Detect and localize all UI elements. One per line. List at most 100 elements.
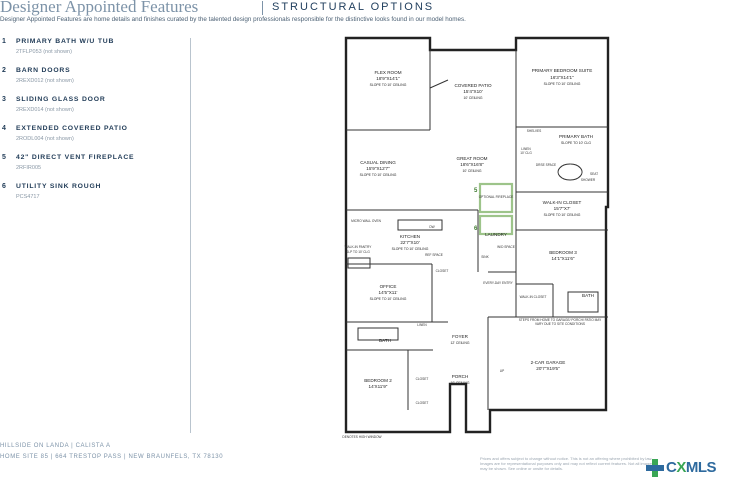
mls-cross-icon bbox=[646, 459, 664, 477]
bath-left-label: BATH bbox=[379, 338, 391, 343]
walk-in-pantry-label: WALK-IN PANTRY bbox=[345, 245, 373, 249]
feature-code: 2RFIR005 bbox=[16, 165, 42, 171]
footer-address: HILLSIDE ON LANDA | CALISTA A HOME SITE … bbox=[0, 441, 223, 463]
great-room-note: 10' CEILING bbox=[463, 169, 482, 173]
feature-item: 2 BARN DOORS 2REXD012 (not shown) bbox=[0, 67, 185, 95]
office-size: 14'5"X11' bbox=[379, 290, 398, 295]
walk-in-closet-label: WALK-IN CLOSET bbox=[543, 200, 582, 205]
feature-code: 2REXD014 (not shown) bbox=[16, 107, 74, 113]
everyday-entry-label: EVERY-DAY ENTRY bbox=[483, 281, 513, 285]
feature-name: UTILITY SINK ROUGH bbox=[16, 183, 102, 190]
primary-suite-size: 16'3"X14'1" bbox=[550, 75, 574, 80]
flex-room-note: SLOPE TO 10' CEILING bbox=[370, 83, 407, 87]
casual-dining-size: 15'9"X12'7" bbox=[366, 166, 390, 171]
feature-name: BARN DOORS bbox=[16, 67, 71, 74]
header: Designer Appointed Features STRUCTURAL O… bbox=[0, 0, 740, 26]
bath-right-label: BATH bbox=[582, 293, 594, 298]
linen2-label: LINEN bbox=[417, 323, 427, 327]
great-room-size: 18'6"X16'8" bbox=[460, 162, 484, 167]
community-line: HILLSIDE ON LANDA | CALISTA A bbox=[0, 443, 111, 449]
office-label: OFFICE bbox=[380, 284, 397, 289]
sink-label: SINK bbox=[481, 255, 489, 259]
walk-in-closet-note: SLOPE TO 10' CEILING bbox=[544, 213, 581, 217]
covered-patio-note: 10' CEILING bbox=[464, 96, 483, 100]
feature-item: 6 UTILITY SINK ROUGH PCS4717 bbox=[0, 183, 185, 211]
kitchen-label: KITCHEN bbox=[400, 234, 420, 239]
micro-wall-oven-label: MICRO WALL OVEN bbox=[351, 219, 382, 223]
brand-title: Designer Appointed Features bbox=[0, 0, 199, 16]
logo-c: C bbox=[666, 459, 677, 476]
primary-bath-note: SLOPE TO 10' CLG bbox=[561, 141, 591, 145]
up-label: UP bbox=[500, 369, 504, 373]
flex-room-size: 18'9"X14'1" bbox=[376, 76, 400, 81]
shower-label: SHOWER bbox=[581, 178, 596, 182]
fireplace-label: OPTIONAL FIREPLACE bbox=[479, 195, 514, 199]
feature-item: 1 PRIMARY BATH W/U TUB 2TFLP053 (not sho… bbox=[0, 38, 185, 66]
marker-6: 6 bbox=[474, 226, 478, 232]
feature-code: 2TFLP053 (not shown) bbox=[16, 49, 72, 55]
feature-name: 42" DIRECT VENT FIREPLACE bbox=[16, 154, 135, 161]
denotes-high-window-label: DENOTES HIGH WINDOW bbox=[342, 435, 381, 439]
title-divider bbox=[262, 1, 263, 15]
feature-name: EXTENDED COVERED PATIO bbox=[16, 125, 128, 132]
drse-space-label: DRSE SPACE bbox=[536, 163, 556, 167]
feature-item: 3 SLIDING GLASS DOOR 2REXD014 (not shown… bbox=[0, 96, 185, 124]
closet3-label: CLOSET bbox=[416, 401, 429, 405]
logo-x: X bbox=[676, 459, 686, 476]
closet-label: CLOSET bbox=[436, 269, 449, 273]
floor-plan: FLEX ROOM 18'9"X14'1" SLOPE TO 10' CEILI… bbox=[342, 36, 610, 439]
logo-text: CXMLS bbox=[666, 459, 717, 476]
closet2-label: CLOSET bbox=[416, 377, 429, 381]
feature-code: 2RODL004 (not shown) bbox=[16, 136, 74, 142]
shelves-label: SHELVES bbox=[527, 129, 541, 133]
bedroom2-size: 14'X11'9" bbox=[369, 384, 388, 389]
garage-label: 2-CAR GARAGE bbox=[531, 360, 566, 365]
bedroom3-label: BEDROOM 3 bbox=[549, 250, 577, 255]
feature-number: 3 bbox=[2, 96, 6, 103]
casual-dining-label: CASUAL DINING bbox=[360, 160, 396, 165]
column-divider bbox=[190, 38, 191, 433]
disclaimer: Prices and offers subject to change with… bbox=[480, 456, 654, 471]
foyer-label: FOYER bbox=[452, 334, 469, 339]
primary-suite-note: SLOPE TO 10' CEILING bbox=[544, 82, 581, 86]
dishwasher-label: DW bbox=[429, 225, 434, 229]
primary-suite-label: PRIMARY BEDROOM SUITE bbox=[532, 68, 593, 73]
covered-patio-label: COVERED PATIO bbox=[454, 83, 492, 88]
feature-number: 4 bbox=[2, 125, 6, 132]
feature-number: 5 bbox=[2, 154, 6, 161]
feature-number: 6 bbox=[2, 183, 6, 190]
header-subtitle: Designer Appointed Features are home det… bbox=[0, 16, 466, 23]
flex-room-label: FLEX ROOM bbox=[374, 70, 401, 75]
ref-space-label: REF SPACE bbox=[425, 253, 443, 257]
interior-walls bbox=[346, 50, 608, 410]
kitchen-size: 22'7"X10' bbox=[400, 240, 419, 245]
feature-number: 2 bbox=[2, 67, 6, 74]
garage-note: STEPS FROM HOME TO GARAGE/ PORCH/ PATIO … bbox=[518, 318, 602, 326]
logo-mls: MLS bbox=[685, 459, 717, 476]
wd-space-label: W/D SPACE bbox=[497, 245, 515, 249]
marker-5: 5 bbox=[474, 188, 478, 194]
porch-label: PORCH bbox=[452, 374, 469, 379]
feature-number: 1 bbox=[2, 38, 6, 45]
garage-size: 20'7"X19'5" bbox=[536, 366, 560, 371]
garage-note-box: STEPS FROM HOME TO GARAGE/ PORCH/ PATIO … bbox=[518, 318, 602, 326]
exterior-walls bbox=[344, 36, 610, 434]
feature-item: 4 EXTENDED COVERED PATIO 2RODL004 (not s… bbox=[0, 125, 185, 153]
feature-name: SLIDING GLASS DOOR bbox=[16, 96, 106, 103]
homesite-line: HOME SITE 85 | 664 TRESTOP PASS | NEW BR… bbox=[0, 454, 224, 460]
pantry-note: SLP TO 10' CLG bbox=[346, 250, 370, 254]
feature-item: 5 42" DIRECT VENT FIREPLACE 2RFIR005 bbox=[0, 154, 185, 182]
seat-label: SEAT bbox=[590, 172, 598, 176]
section-title: STRUCTURAL OPTIONS bbox=[272, 1, 435, 13]
bedroom2-label: BEDROOM 2 bbox=[364, 378, 392, 383]
primary-bath-label: PRIMARY BATH bbox=[559, 134, 593, 139]
feature-name: PRIMARY BATH W/U TUB bbox=[16, 38, 115, 45]
great-room-label: GREAT ROOM bbox=[457, 156, 488, 161]
sink-highlight bbox=[478, 214, 514, 236]
covered-patio-size: 15'4"X10' bbox=[463, 89, 482, 94]
bedroom3-size: 14'1"X11'6" bbox=[551, 256, 574, 261]
ctxmls-logo: CXMLS bbox=[645, 458, 740, 478]
casual-dining-note: SLOPE TO 10' CEILING bbox=[360, 173, 397, 177]
linen-label: LINEN bbox=[521, 147, 531, 151]
porch-note: 10' CEILING bbox=[451, 381, 470, 385]
